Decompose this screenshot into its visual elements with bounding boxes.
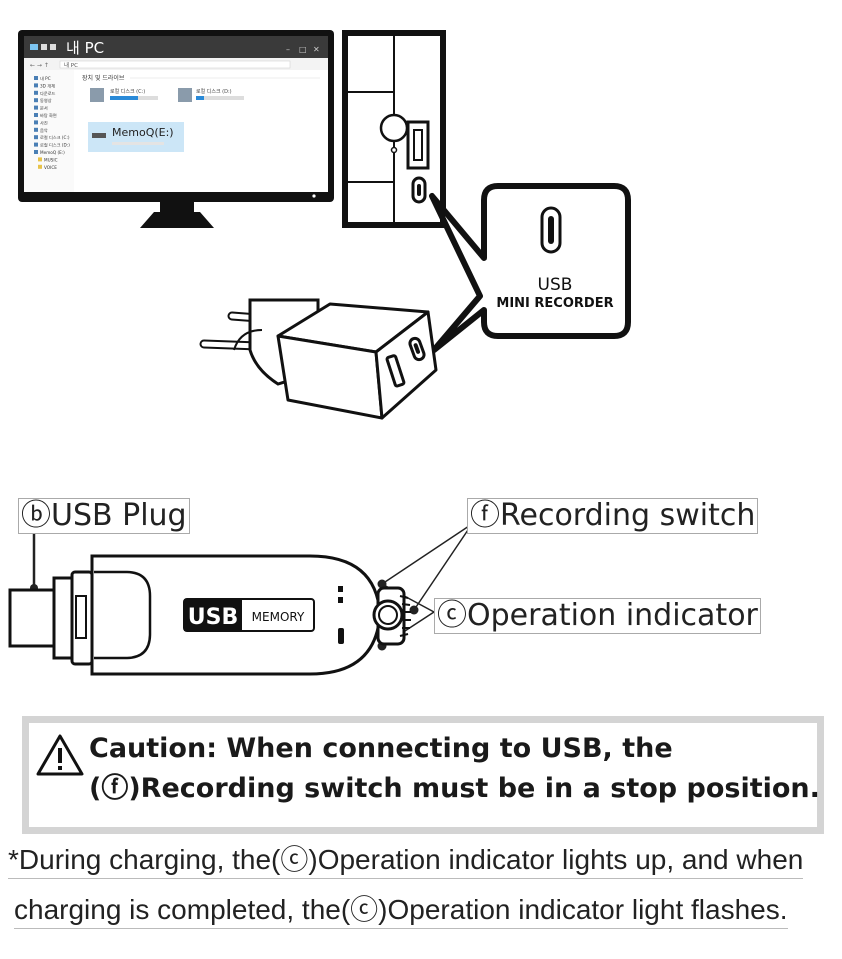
svg-text:□: □ bbox=[299, 45, 307, 54]
label-usb-plug: ⓑUSB Plug bbox=[18, 498, 190, 534]
note-line-1: *During charging, the(ⓒ)Operation indica… bbox=[8, 842, 804, 879]
sidebar-item-label[interactable]: 로컬 디스크 (C:) bbox=[40, 134, 70, 141]
callout-usb: USB bbox=[538, 275, 573, 295]
svg-text:–: – bbox=[286, 45, 290, 54]
sidebar-item-label[interactable]: MUSIC bbox=[44, 157, 58, 162]
sidebar-item-icon bbox=[34, 120, 38, 125]
svg-text:장치 및 드라이브: 장치 및 드라이브 bbox=[82, 74, 125, 82]
sidebar-item-icon bbox=[34, 90, 38, 95]
sidebar-item-icon bbox=[38, 157, 42, 162]
caution-box: Caution: When connecting to USB, the (ⓕ)… bbox=[22, 716, 824, 834]
sidebar-item-label[interactable]: 3D 개체 bbox=[40, 82, 55, 89]
sidebar-item-icon bbox=[34, 98, 38, 103]
recorder-body: USB MEMORY bbox=[90, 554, 382, 676]
sidebar-item-icon bbox=[34, 113, 38, 117]
sidebar-item-icon bbox=[34, 83, 38, 88]
svg-text:로컬 디스크 (C:): 로컬 디스크 (C:) bbox=[110, 88, 145, 95]
callout-mini-recorder: MINI RECORDER bbox=[496, 296, 613, 311]
sidebar-item-label[interactable]: 동영상 bbox=[40, 97, 52, 103]
caution-line-2: (ⓕ)Recording switch must be in a stop po… bbox=[89, 773, 820, 804]
sidebar-item-label[interactable]: 로컬 디스크 (D:) bbox=[40, 142, 70, 149]
sidebar-item-icon bbox=[34, 150, 38, 154]
usb-port-callout: USB MINI RECORDER bbox=[429, 183, 631, 353]
sidebar-item-icon bbox=[34, 127, 38, 132]
usb-recorder-diagram: USB MEMORY bbox=[8, 520, 473, 676]
label-recording-switch: ⓕRecording switch bbox=[467, 498, 759, 534]
computer-tower bbox=[342, 30, 446, 228]
svg-text:내 PC: 내 PC bbox=[64, 61, 78, 69]
note-line-2: charging is completed, the(ⓒ)Operation i… bbox=[14, 892, 788, 929]
warning-icon bbox=[36, 734, 84, 776]
sidebar-item-label[interactable]: 사진 bbox=[40, 119, 48, 126]
wall-charger bbox=[199, 298, 438, 420]
usb-plug bbox=[8, 570, 94, 666]
sidebar-item-icon bbox=[34, 105, 38, 110]
sidebar-item-label[interactable]: 문서 bbox=[40, 105, 48, 112]
label-operation-indicator: ⓒOperation indicator bbox=[434, 598, 761, 634]
svg-text:로컬 디스크 (D:): 로컬 디스크 (D:) bbox=[196, 88, 232, 95]
sidebar-item-label[interactable]: 음악 bbox=[40, 127, 48, 134]
sidebar-item-label[interactable]: 바탕 화면 bbox=[40, 112, 57, 119]
sidebar-item-icon bbox=[34, 76, 38, 80]
svg-text:MemoQ(E:): MemoQ(E:) bbox=[112, 126, 174, 139]
logo-memory: MEMORY bbox=[252, 610, 305, 624]
sidebar-item-label[interactable]: 다운로드 bbox=[40, 90, 56, 97]
sidebar-item-label[interactable]: MemoQ (E:) bbox=[40, 150, 65, 155]
sidebar-item-icon bbox=[38, 164, 42, 169]
caution-line-1: Caution: When connecting to USB, the bbox=[89, 733, 673, 764]
sidebar-item-icon bbox=[34, 142, 38, 147]
logo-usb: USB bbox=[188, 605, 238, 630]
sidebar-item-icon bbox=[34, 135, 38, 140]
svg-text:← → ↑: ← → ↑ bbox=[30, 62, 49, 69]
recording-switch[interactable] bbox=[372, 586, 411, 646]
operation-indicator-led bbox=[338, 628, 344, 644]
sidebar-item-label[interactable]: VOICE bbox=[44, 165, 57, 170]
svg-text:✕: ✕ bbox=[313, 45, 320, 54]
window-title: 내 PC bbox=[66, 39, 104, 57]
sidebar-item-label[interactable]: 내 PC bbox=[40, 75, 51, 82]
